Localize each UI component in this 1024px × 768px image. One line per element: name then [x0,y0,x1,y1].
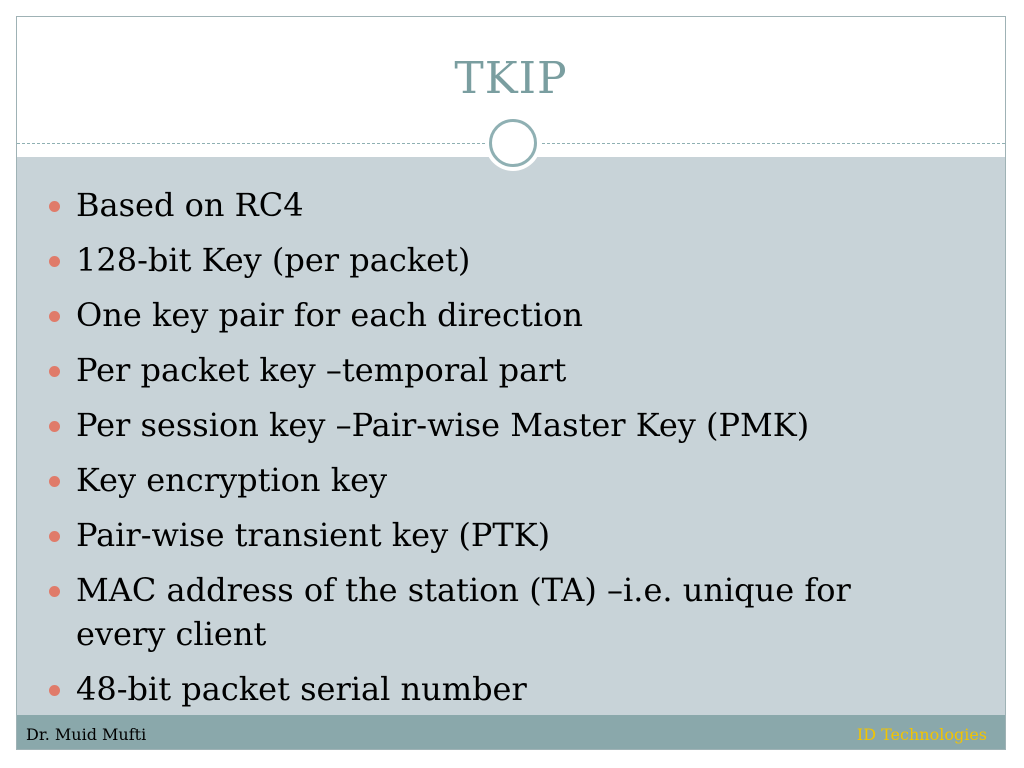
bullet-icon [49,366,60,377]
bullet-icon [49,311,60,322]
bullet-icon [49,476,60,487]
bullet-icon [49,685,60,696]
decorative-ring [489,119,537,167]
bullet-list: Based on RC4 128-bit Key (per packet) On… [17,183,1005,722]
bullet-text: 128-bit Key (per packet) [76,241,471,279]
bullet-item: 128-bit Key (per packet) [17,238,1005,282]
bullet-icon [49,201,60,212]
slide: TKIP Based on RC4 128-bit Key (per packe… [16,16,1006,750]
bullet-text: MAC address of the station (TA) –i.e. un… [76,571,851,653]
content-area: Based on RC4 128-bit Key (per packet) On… [17,157,1005,715]
bullet-text: 48-bit packet serial number [76,670,527,708]
bullet-icon [49,586,60,597]
bullet-text: One key pair for each direction [76,296,583,334]
decorative-circle-icon [485,115,541,171]
bullet-icon [49,421,60,432]
bullet-item: Per packet key –temporal part [17,348,1005,392]
bullet-text: Based on RC4 [76,186,304,224]
footer-author: Dr. Muid Mufti [26,725,147,744]
bullet-text: Per packet key –temporal part [76,351,567,389]
bullet-item: Per session key –Pair-wise Master Key (P… [17,403,1005,447]
bullet-item: Pair-wise transient key (PTK) [17,513,1005,557]
slide-title: TKIP [454,53,568,104]
bullet-item: MAC address of the station (TA) –i.e. un… [17,568,1005,656]
bullet-text: Per session key –Pair-wise Master Key (P… [76,406,810,444]
bullet-item: 48-bit packet serial number [17,667,1005,711]
bullet-text: Pair-wise transient key (PTK) [76,516,551,554]
bullet-item: One key pair for each direction [17,293,1005,337]
slide-footer: Dr. Muid Mufti ID Technologies [17,715,1005,749]
bullet-icon [49,256,60,267]
bullet-icon [49,531,60,542]
bullet-text: Key encryption key [76,461,388,499]
bullet-item: Key encryption key [17,458,1005,502]
bullet-item: Based on RC4 [17,183,1005,227]
footer-organization: ID Technologies [856,725,987,744]
